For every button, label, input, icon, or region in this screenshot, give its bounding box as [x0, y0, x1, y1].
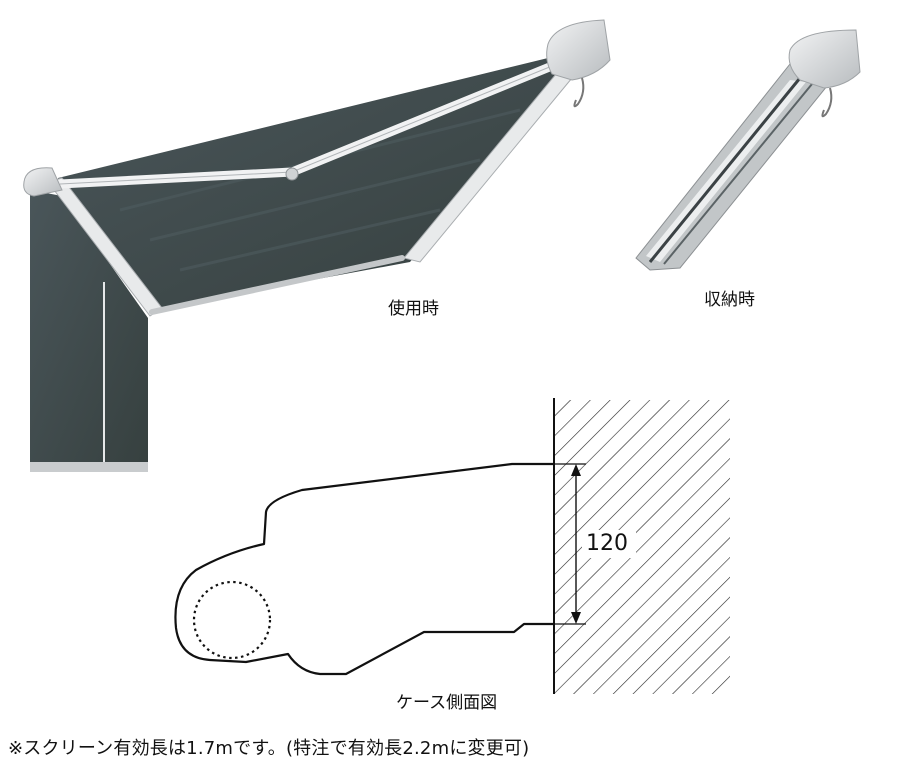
dimension-120-arrow — [554, 463, 586, 625]
dimension-value: 120 — [586, 531, 628, 556]
case-outline — [174, 462, 554, 676]
left-end-cap — [23, 167, 63, 197]
front-bar — [149, 255, 405, 315]
label-retracted: 収納時 — [704, 290, 755, 310]
wall-hatching — [554, 400, 730, 694]
roller-dotted-circle — [192, 580, 272, 660]
right-end-cap — [546, 19, 611, 81]
effective-length-note: ※スクリーン有効長は1.7mです。(特注で有効長2.2mに変更可) — [8, 738, 530, 759]
awning-canopy — [58, 58, 562, 308]
cassette-end-cap — [788, 29, 861, 89]
awning-in-use-illustration — [23, 19, 611, 472]
label-case-side-view: ケース側面図 — [396, 693, 498, 713]
case-side-view-drawing — [174, 398, 730, 694]
retracted-cassette-illustration — [635, 29, 861, 271]
crank-hook — [573, 77, 585, 108]
label-in-use: 使用時 — [388, 299, 439, 319]
vertical-screen — [30, 190, 148, 472]
cassette-crank-hook — [821, 87, 833, 118]
